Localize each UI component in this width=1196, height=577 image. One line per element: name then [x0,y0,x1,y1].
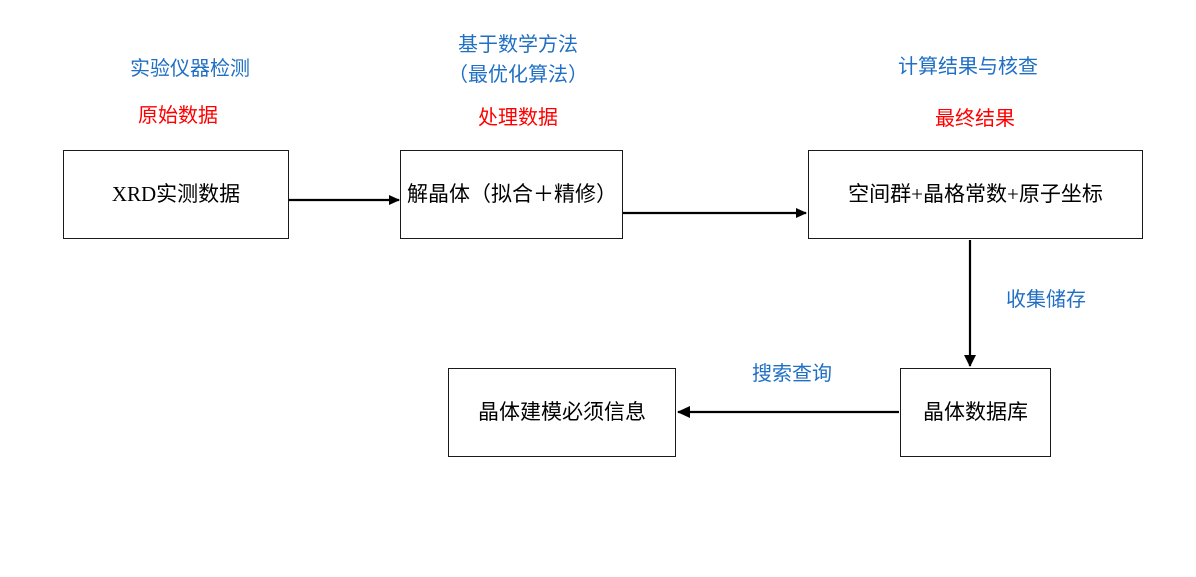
node-final-result[interactable]: 空间群+晶格常数+原子坐标 [808,150,1143,239]
edge-label-collect-store: 收集储存 [1006,289,1086,311]
edge-label-search-query: 搜索查询 [752,363,832,385]
node-modeling-info-label: 晶体建模必须信息 [478,400,646,425]
node-final-result-label: 空间群+晶格常数+原子坐标 [848,182,1103,207]
stage-label-instrument-detection: 实验仪器检测 [130,58,250,80]
data-label-raw-data: 原始数据 [138,105,218,127]
node-xrd-data-label: XRD实测数据 [111,182,241,207]
node-crystal-database[interactable]: 晶体数据库 [900,368,1051,457]
node-modeling-info[interactable]: 晶体建模必须信息 [448,368,676,457]
node-solve-crystal-label: 解晶体（拟合＋精修） [407,182,617,207]
stage-label-math-method-line2: （最优化算法） [448,64,588,86]
node-xrd-data[interactable]: XRD实测数据 [63,150,289,239]
data-label-processed-data: 处理数据 [478,107,558,129]
data-label-final-result: 最终结果 [935,108,1015,130]
stage-label-calc-result-check: 计算结果与核查 [898,56,1038,78]
node-solve-crystal[interactable]: 解晶体（拟合＋精修） [400,150,623,239]
stage-label-math-method-line1: 基于数学方法 [458,34,578,56]
node-crystal-database-label: 晶体数据库 [923,400,1028,425]
